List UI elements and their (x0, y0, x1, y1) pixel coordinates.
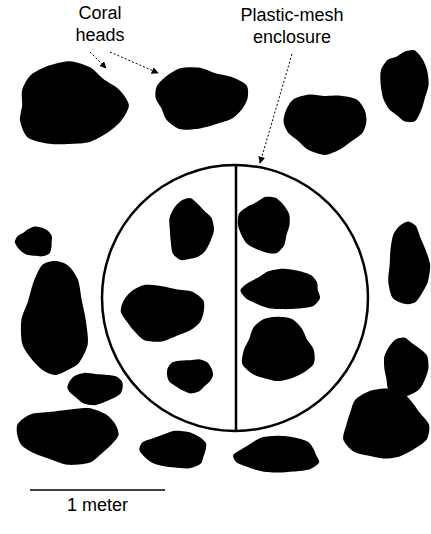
scale-bar (30, 489, 165, 491)
coral-head (380, 50, 428, 122)
leader-line (260, 54, 292, 163)
coral-head (240, 269, 320, 309)
leader-line (110, 52, 158, 73)
leader-line (90, 52, 106, 68)
coral-head (139, 431, 206, 469)
enclosure-divider (235, 165, 238, 431)
coral-head (67, 373, 122, 405)
coral-head (121, 285, 205, 342)
coral-head (238, 197, 290, 254)
coral-head (343, 389, 429, 459)
coral-head (167, 359, 213, 393)
coral-head (15, 226, 52, 256)
coral-head (283, 94, 366, 154)
coral-heads-label: Coral heads (60, 2, 140, 46)
coral-head (242, 317, 315, 381)
coral-head (21, 261, 88, 375)
coral-head (17, 408, 119, 465)
coral-head (169, 198, 214, 260)
scale-label: 1 meter (45, 494, 150, 516)
coral-head (20, 61, 129, 144)
enclosure-circle (102, 165, 368, 431)
enclosure-label: Plastic-mesh enclosure (222, 4, 362, 48)
coral-head (155, 67, 248, 130)
coral-head (233, 436, 319, 473)
coral-head (388, 221, 430, 304)
coral-heads-group (15, 50, 430, 473)
